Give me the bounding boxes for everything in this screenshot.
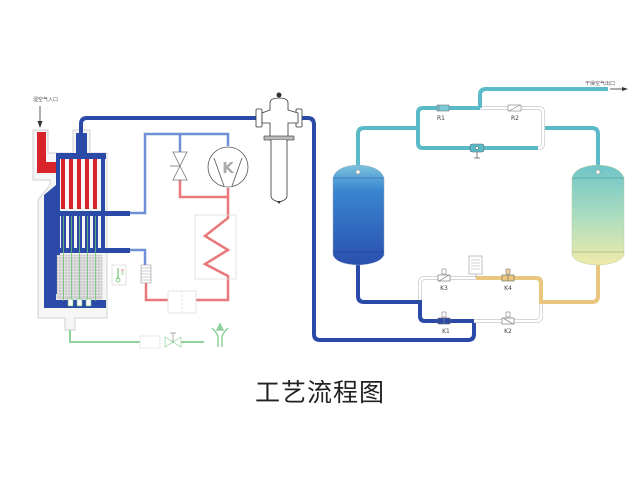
air-pipe-to-filter — [79, 116, 262, 133]
condensate-lines — [63, 216, 96, 301]
drain-valve-icon — [164, 332, 182, 348]
filter-icon — [255, 92, 303, 204]
filter-drier-icon — [140, 264, 152, 284]
tower-b-top-pipe — [543, 126, 600, 168]
bypass-channel — [44, 185, 56, 300]
diagram-title: 工艺流程图 — [254, 378, 385, 407]
valve-r1[interactable]: R1 — [436, 104, 450, 122]
throttle-valve-icon — [469, 143, 485, 159]
hot-tubes — [61, 159, 97, 209]
adsorption-tower-b — [571, 164, 625, 266]
dry-air-outlet: 干燥空气出口 — [585, 80, 628, 91]
hot-air-inlet-duct — [37, 132, 60, 173]
compressor-symbol: K — [222, 159, 235, 177]
valve-r2-label: R2 — [511, 115, 519, 122]
top-header — [56, 153, 106, 159]
liquid-line — [178, 180, 230, 199]
outlet-arrow-icon — [622, 87, 628, 91]
thermometer-icon — [111, 264, 127, 286]
valve-k3-label: K3 — [440, 285, 448, 292]
drain-outlet-icon — [211, 322, 229, 347]
drain-filter-box — [139, 335, 161, 349]
valve-k4[interactable]: K4 — [501, 268, 515, 292]
wet-air-inlet: 湿空气入口 — [33, 96, 58, 128]
air-pipe-to-manifold — [302, 116, 476, 342]
condenser-box — [194, 214, 237, 280]
adsorption-tower-a — [332, 164, 385, 266]
upper-valve-manifold: R1 R2 — [356, 87, 608, 168]
cold-air-outlet-duct — [76, 133, 87, 153]
drain-line — [69, 322, 229, 349]
wet-air-inlet-label: 湿空气入口 — [33, 96, 58, 103]
valve-k3[interactable]: K3 — [437, 268, 451, 292]
tower-a-top-pipe — [356, 126, 418, 168]
dry-air-outlet-label: 干燥空气出口 — [585, 80, 615, 87]
bottom-channel — [44, 300, 106, 308]
valve-r2[interactable]: R2 — [507, 104, 522, 122]
suction-line — [130, 132, 230, 215]
lower-valve-manifold: K3 K4 K1 K2 — [356, 255, 600, 335]
condenser-coil — [195, 197, 231, 302]
lower-header — [56, 248, 130, 253]
valve-k2-label: K2 — [504, 328, 512, 335]
silencer-icon — [468, 255, 483, 278]
return-line — [144, 283, 168, 302]
valve-k2[interactable]: K2 — [501, 311, 515, 335]
tower-b-gauge-icon — [595, 169, 601, 175]
heat-exchanger — [32, 129, 130, 331]
drain-traps — [67, 298, 92, 307]
dry-air-loop — [416, 106, 538, 150]
valve-k1[interactable]: K1 — [437, 311, 451, 335]
valve-r1-label: R1 — [437, 115, 445, 122]
inlet-arrow-icon — [37, 121, 43, 128]
expansion-valve-icon — [170, 151, 188, 181]
tower-a-gauge-icon — [355, 169, 361, 175]
wet-air-path — [356, 255, 474, 323]
compressor-icon: K — [207, 146, 249, 188]
valve-k1-label: K1 — [442, 328, 450, 335]
evaporator-return-line — [130, 248, 147, 265]
refrigeration-circuit — [130, 132, 231, 302]
regen-air-path — [476, 255, 600, 304]
receiver-box — [167, 290, 197, 314]
middle-header — [56, 211, 130, 216]
valve-k4-label: K4 — [504, 285, 512, 292]
dry-air-outlet-pipe — [478, 87, 608, 108]
